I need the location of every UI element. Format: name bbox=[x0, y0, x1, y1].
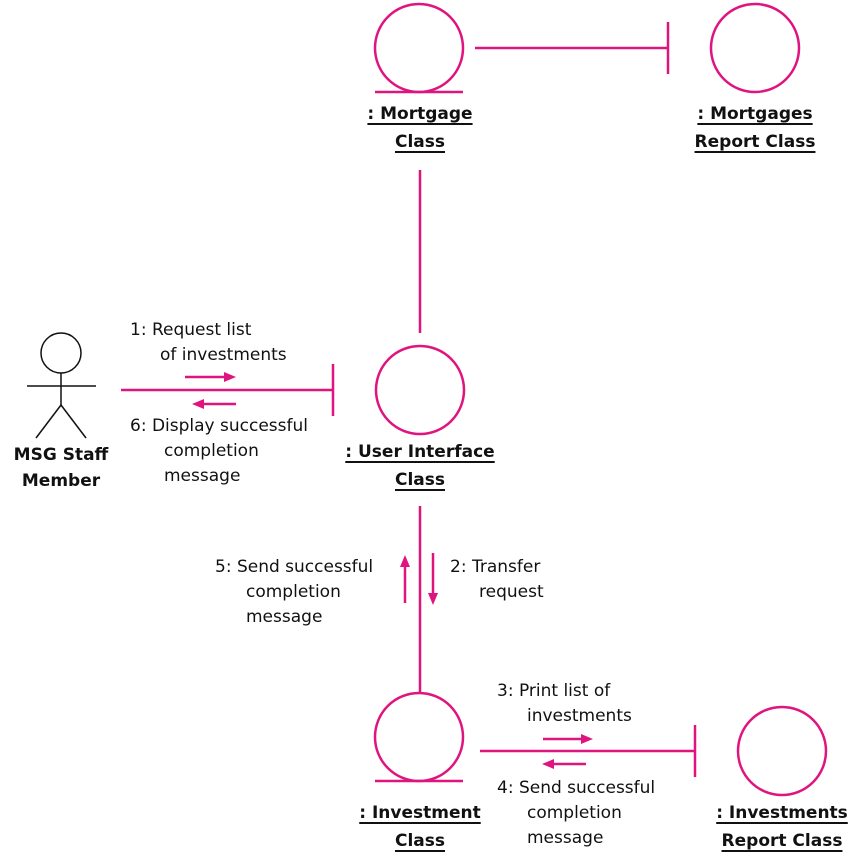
message-6-line1: 6: Display successful bbox=[130, 416, 308, 436]
actor-label-line2: Member bbox=[21, 471, 101, 491]
message-6-line2: completion bbox=[164, 441, 259, 461]
message-4-line2: completion bbox=[527, 803, 622, 823]
arrowhead-m2 bbox=[428, 593, 438, 605]
message-1-label: 1: Request list of investments bbox=[130, 318, 287, 368]
message-5-line2: completion bbox=[246, 582, 341, 602]
message-3-line1: 3: Print list of bbox=[497, 681, 611, 701]
mortgage-label-line1: : Mortgage bbox=[367, 104, 473, 124]
message-5-line3: message bbox=[246, 607, 323, 627]
message-6-line3: message bbox=[164, 466, 241, 486]
message-1-line2: of investments bbox=[160, 345, 287, 365]
message-3-label: 3: Print list of investments bbox=[497, 679, 632, 729]
investment-entity-icon bbox=[373, 691, 465, 783]
mortgages-report-label-line1: : Mortgages bbox=[697, 104, 813, 124]
mortgages-report-label-line2: Report Class bbox=[694, 132, 816, 152]
message-2-label: 2: Transfer request bbox=[450, 555, 544, 605]
investment-label: : Investment Class bbox=[345, 799, 495, 855]
message-5-line1: 5: Send successful bbox=[215, 557, 374, 577]
arrowhead-m4 bbox=[542, 759, 554, 769]
user-interface-label-line1: : User Interface bbox=[345, 442, 495, 462]
user-interface-label-line2: Class bbox=[394, 470, 445, 490]
message-2-line2: request bbox=[479, 582, 544, 602]
actor-label-line1: MSG Staff bbox=[13, 445, 109, 465]
message-3-line2: investments bbox=[527, 706, 632, 726]
arrowhead-m3 bbox=[581, 734, 593, 744]
investments-report-label-line2: Report Class bbox=[721, 831, 843, 851]
investment-label-line2: Class bbox=[394, 831, 445, 851]
investment-label-line1: : Investment bbox=[359, 803, 481, 823]
message-6-label: 6: Display successful completion message bbox=[130, 414, 308, 489]
actor-label: MSG Staff Member bbox=[0, 442, 122, 494]
actor-stick-figure-icon bbox=[27, 332, 96, 439]
investments-report-boundary-icon bbox=[693, 705, 828, 797]
mortgages-report-boundary-icon bbox=[666, 2, 801, 94]
user-interface-label: : User Interface Class bbox=[330, 438, 510, 494]
mortgage-label: : Mortgage Class bbox=[355, 100, 485, 156]
user-interface-boundary-icon bbox=[331, 344, 466, 436]
arrowhead-m1 bbox=[224, 372, 236, 382]
message-4-line1: 4: Send successful bbox=[497, 778, 656, 798]
arrowhead-m6 bbox=[192, 399, 204, 409]
mortgage-label-line2: Class bbox=[394, 132, 445, 152]
investments-report-label: : Investments Report Class bbox=[705, 799, 859, 855]
mortgage-entity-icon bbox=[373, 2, 465, 94]
arrowhead-m5 bbox=[400, 555, 410, 567]
message-2-line1: 2: Transfer bbox=[450, 557, 541, 577]
message-4-label: 4: Send successful completion message bbox=[497, 776, 655, 851]
message-1-line1: 1: Request list bbox=[130, 320, 252, 340]
message-4-line3: message bbox=[527, 828, 604, 848]
message-5-label: 5: Send successful completion message bbox=[215, 555, 373, 630]
mortgages-report-label: : Mortgages Report Class bbox=[680, 100, 830, 156]
investments-report-label-line1: : Investments bbox=[716, 803, 848, 823]
